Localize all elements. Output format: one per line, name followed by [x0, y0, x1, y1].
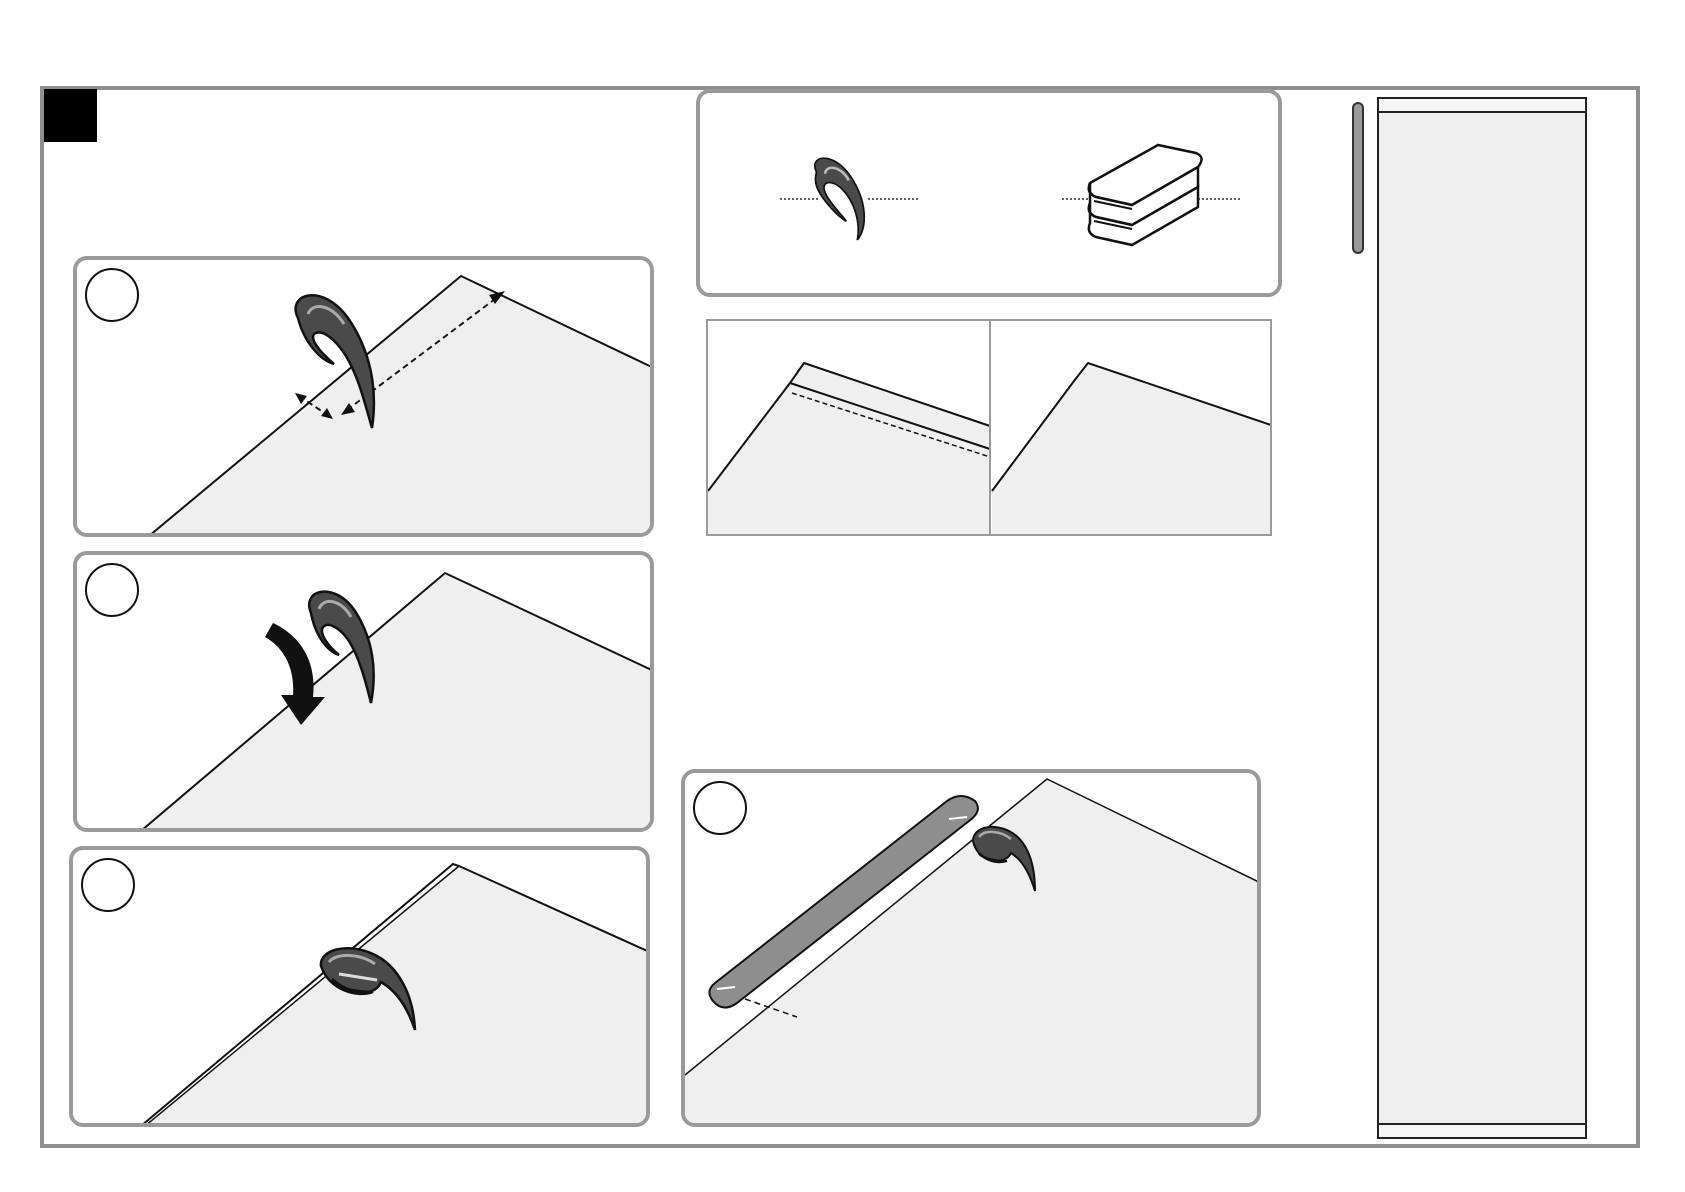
side-rail: [1352, 102, 1364, 254]
step-number-box: [44, 89, 97, 142]
step-badge-2: [85, 563, 139, 617]
legend-panel: [696, 89, 1282, 297]
legend-drawing: [700, 93, 1282, 297]
step-2-drawing: [77, 555, 654, 832]
step-badge-4: [693, 781, 747, 835]
step-badge-1: [85, 268, 139, 322]
step-panel-3: [69, 846, 650, 1127]
fabric-strip-top-hem: [1379, 99, 1585, 113]
hem-comparison-drawing: [708, 321, 1272, 536]
clip-icon: [815, 158, 864, 240]
step-4-drawing: [685, 773, 1261, 1127]
step-panel-4: [681, 769, 1261, 1127]
hem-comparison: [706, 319, 1272, 536]
step-panel-1: [73, 256, 654, 537]
fabric-strip: [1377, 97, 1587, 1139]
step-badge-3: [81, 858, 135, 912]
step-1-drawing: [77, 260, 654, 537]
folded-fabric-icon: [1089, 145, 1202, 245]
fabric-strip-bottom-hem: [1379, 1123, 1585, 1137]
step-panel-2: [73, 551, 654, 832]
step-3-drawing: [73, 850, 650, 1127]
